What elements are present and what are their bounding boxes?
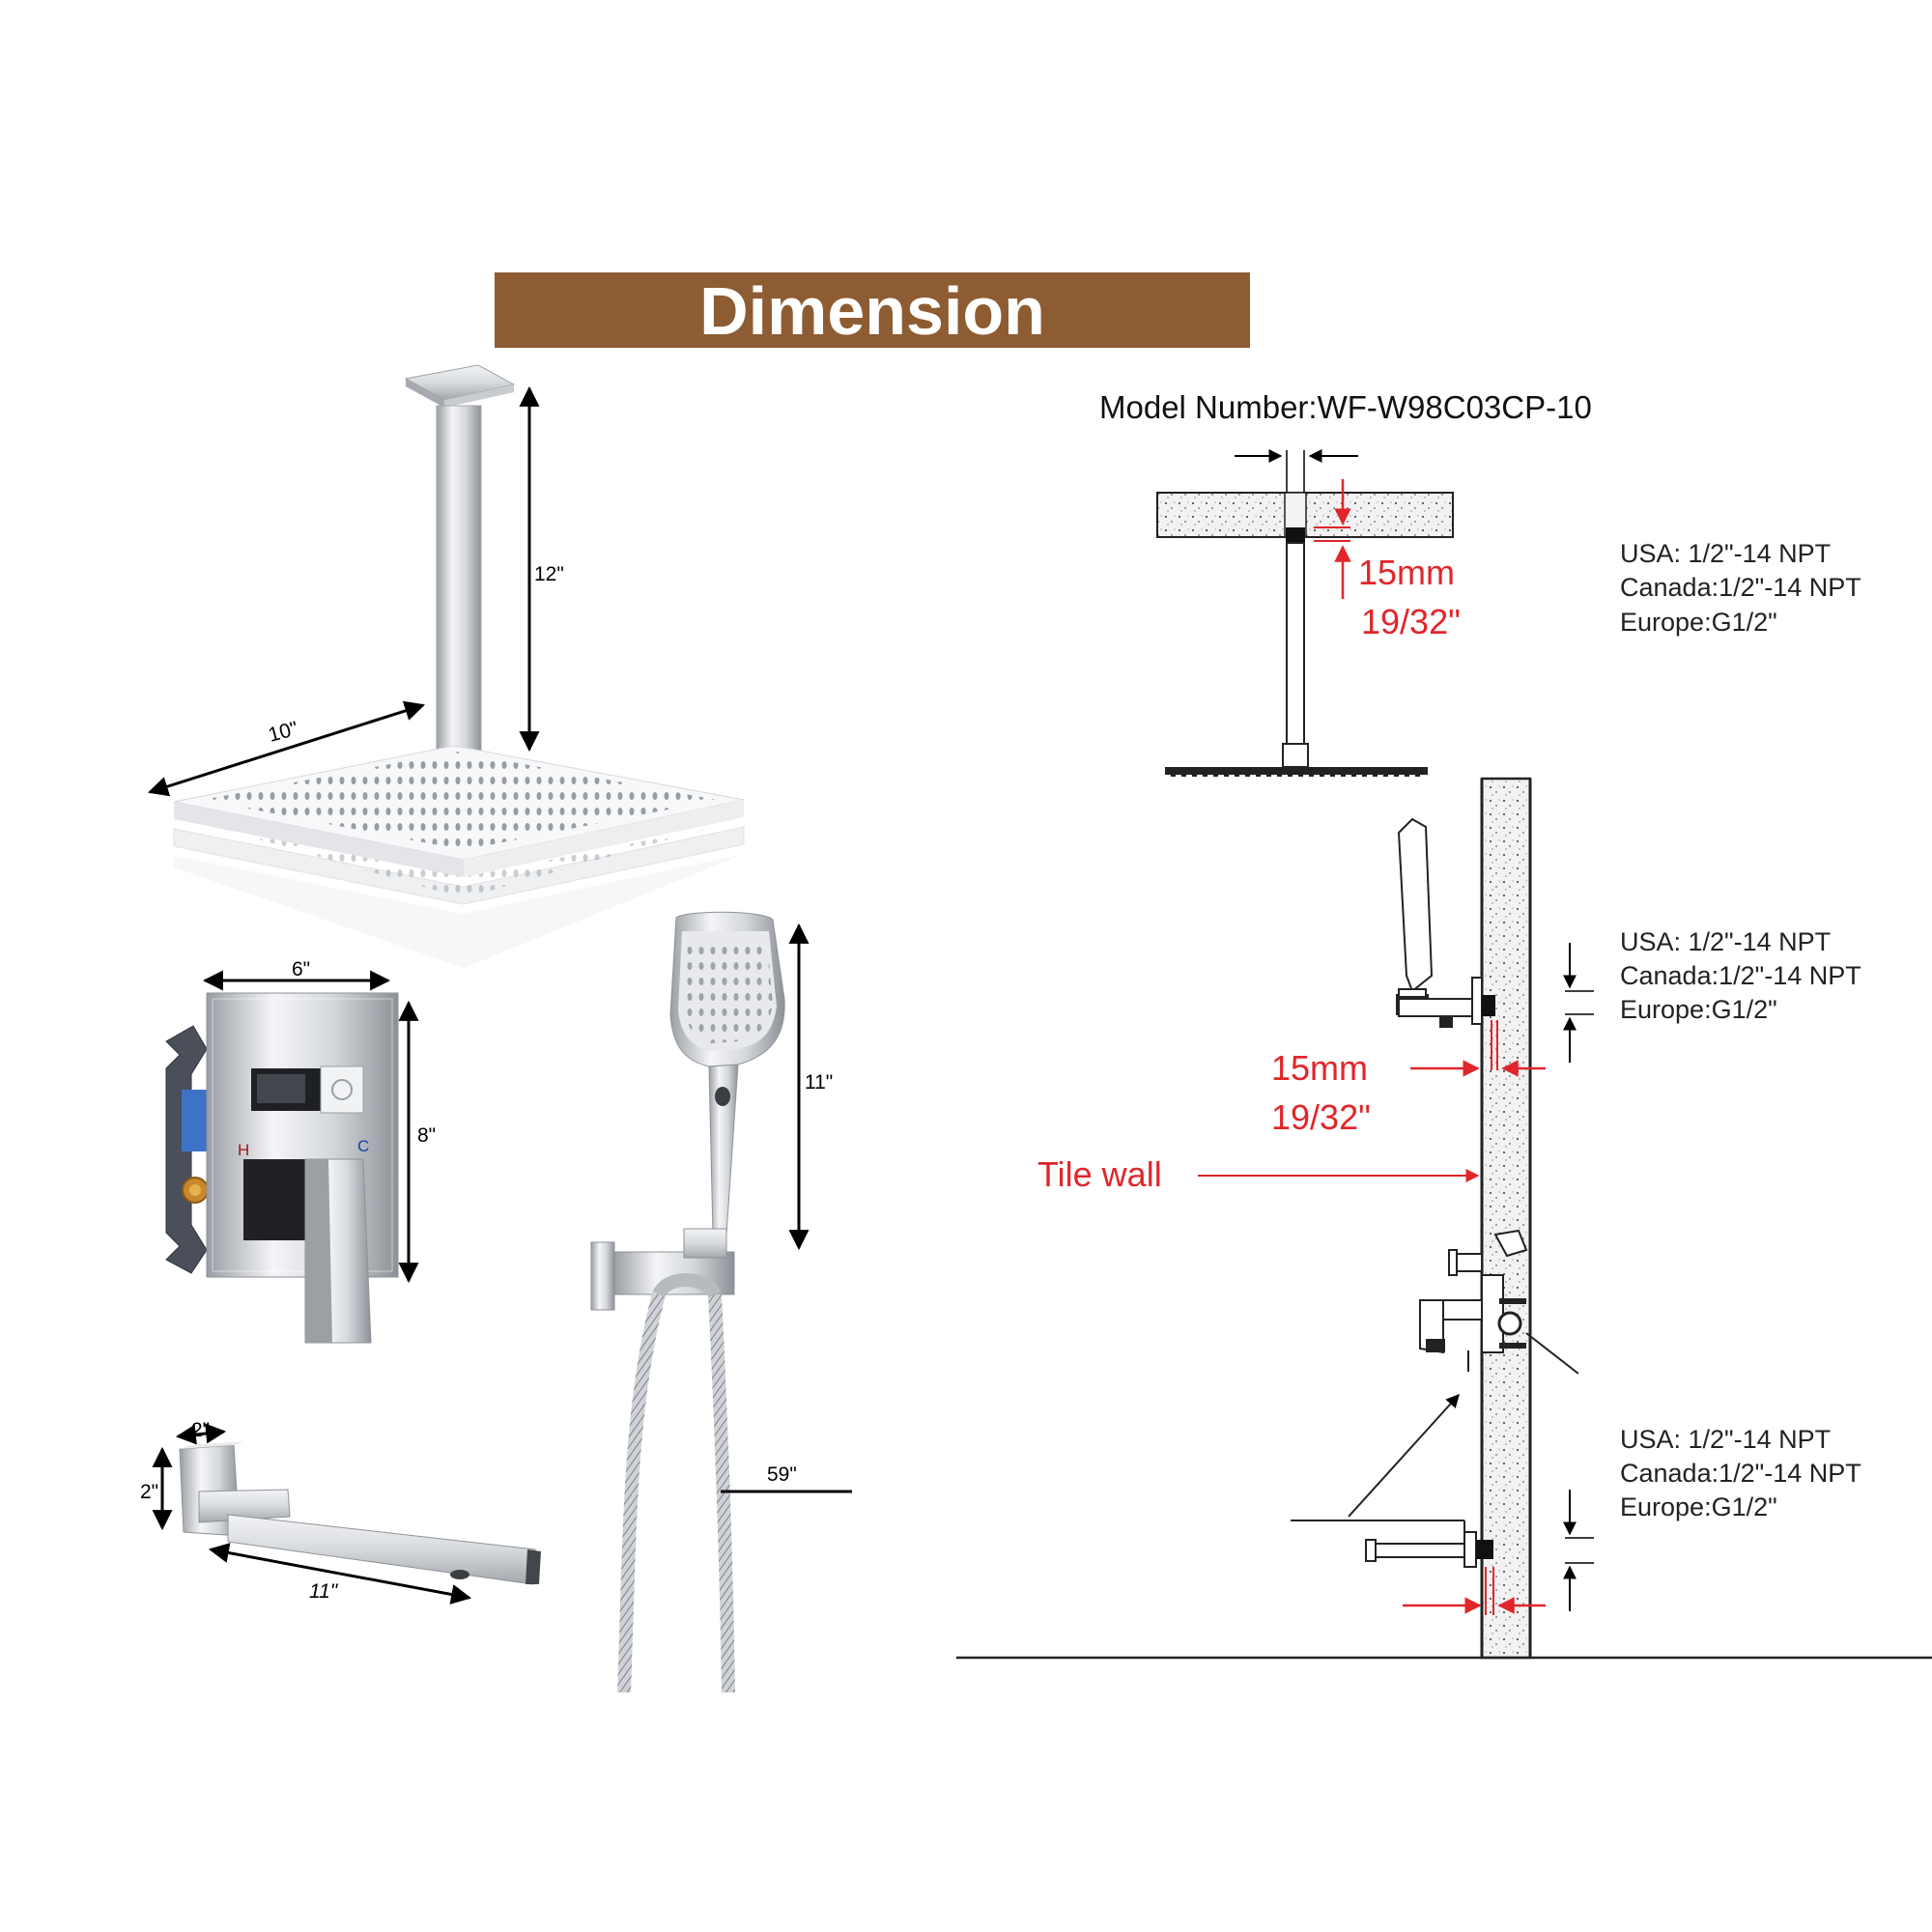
spout-length-dim-line xyxy=(208,1543,472,1605)
title-banner: Dimension xyxy=(495,272,1250,349)
spec-2-usa: USA: 1/2"-14 NPT xyxy=(1620,927,1831,956)
handheld-length-label: 11" xyxy=(805,1071,833,1094)
ceiling-depth-mm: 15mm xyxy=(1358,553,1455,592)
valve-height-label: 8" xyxy=(417,1124,436,1147)
spout-width-dim-line xyxy=(175,1423,227,1445)
spec-1-usa: USA: 1/2"-14 NPT xyxy=(1620,539,1831,568)
cold-mark: C xyxy=(357,1137,369,1155)
spout-width-label: 2" xyxy=(191,1419,210,1441)
spec-3-canada: Canada:1/2"-14 NPT xyxy=(1620,1459,1861,1488)
ceiling-install-drawing xyxy=(1156,449,1454,777)
spec-2-europe: Europe:G1/2" xyxy=(1620,995,1777,1024)
spec-1-canada: Canada:1/2"-14 NPT xyxy=(1620,573,1861,602)
tile-wall-label: Tile wall xyxy=(1037,1154,1162,1194)
spec-3-usa: USA: 1/2"-14 NPT xyxy=(1620,1425,1831,1454)
title-text: Dimension xyxy=(699,273,1045,349)
hose-length-label: 59" xyxy=(767,1463,797,1486)
tub-spout-illustration xyxy=(179,1441,541,1585)
wall-depth-in: 19/32" xyxy=(1271,1097,1371,1137)
wall-install-drawing xyxy=(956,777,1932,1660)
mixing-valve-illustration: H C xyxy=(165,992,399,1344)
spec-1-europe: Europe:G1/2" xyxy=(1620,608,1777,637)
valve-width-label: 6" xyxy=(292,958,310,980)
hot-mark: H xyxy=(238,1141,249,1159)
rain-shower-illustration xyxy=(173,364,745,968)
arm-length-label: 12" xyxy=(534,563,564,585)
head-width-label: 10" xyxy=(266,718,300,747)
ceiling-depth-in: 19/32" xyxy=(1361,602,1461,641)
spout-length-label: 11" xyxy=(309,1580,339,1603)
spec-3-europe: Europe:G1/2" xyxy=(1620,1492,1777,1521)
model-number: Model Number:WF-W98C03CP-10 xyxy=(1099,389,1592,425)
wall-depth-mm: 15mm xyxy=(1271,1048,1368,1088)
hand-shower-illustration xyxy=(590,911,785,1693)
spec-2-canada: Canada:1/2"-14 NPT xyxy=(1620,961,1861,990)
head-width-dim-line xyxy=(147,700,426,797)
spout-height-label: 2" xyxy=(140,1481,158,1503)
